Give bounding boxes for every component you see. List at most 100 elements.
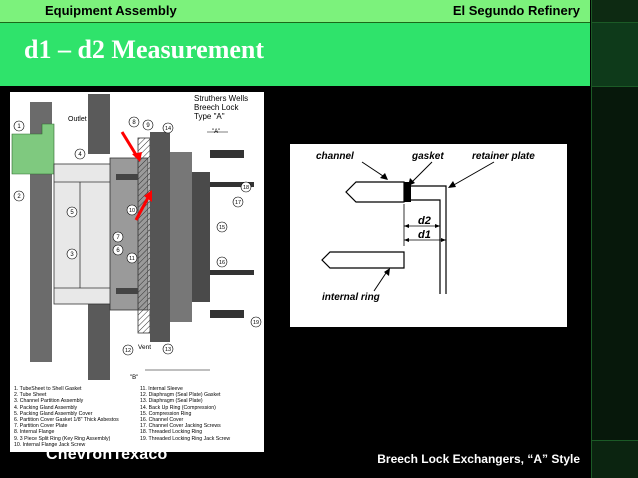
callout-12: 12 <box>122 344 134 356</box>
channel-leader <box>361 161 387 179</box>
dimension-arrowhead <box>441 238 446 242</box>
dimension-arrowhead <box>404 224 409 228</box>
retainer-plate-outer <box>411 185 447 294</box>
parts-legend-column-2: 11. Internal Sleeve 12. Diaphragm (Seal … <box>140 386 262 442</box>
leader-arrowhead <box>448 181 456 188</box>
legend-item: 10. Internal Flange Jack Screw <box>14 441 86 448</box>
internal-ring-label: internal ring <box>322 292 380 303</box>
svg-text:5: 5 <box>70 210 74 216</box>
channel-body <box>53 163 113 305</box>
chevrontexaco-logo: ChevronTexaco <box>46 446 168 463</box>
gland-bolt <box>116 288 138 294</box>
footer-caption: Breech Lock Exchangers, “A” Style <box>377 452 580 466</box>
legend-item: 12. Diaphragm (Seal Plate) Gasket <box>140 392 221 399</box>
callout-17: 17 <box>232 196 244 208</box>
svg-text:2: 2 <box>17 194 21 200</box>
svg-text:7: 7 <box>116 235 120 241</box>
parts-legend-column-1: 1. TubeSheet to Shell Gasket 2. Tube She… <box>14 386 136 448</box>
callout-3: 3 <box>66 248 78 260</box>
slide-title: d1 – d2 Measurement <box>24 35 265 64</box>
right-decor-cell <box>592 0 638 23</box>
green-outlet-nozzle <box>11 123 55 175</box>
callout-1: 1 <box>13 120 25 132</box>
jack-screw <box>210 310 244 318</box>
svg-text:19: 19 <box>253 320 259 326</box>
locking-ring <box>170 152 192 322</box>
header-left-text: Equipment Assembly <box>45 3 177 18</box>
right-decor-cell <box>592 87 638 441</box>
outlet-label: Outlet <box>68 116 87 123</box>
svg-text:16: 16 <box>219 260 225 266</box>
channel-cover <box>150 132 170 342</box>
diaphragm <box>137 137 151 334</box>
svg-text:13: 13 <box>165 347 171 353</box>
legend-item: 17. Channel Cover Jacking Screws <box>140 423 221 430</box>
callout-16: 16 <box>216 256 228 268</box>
svg-text:14: 14 <box>165 126 171 132</box>
legend-item: 15. Compression Ring <box>140 410 192 417</box>
svg-text:17: 17 <box>235 200 241 206</box>
legend-item: 3. Channel Partition Assembly <box>14 398 84 405</box>
svg-text:3: 3 <box>70 252 74 258</box>
leader-arrowhead <box>384 268 390 276</box>
d1-d2-measurement-diagram: channel gasket retainer plate d2 d1 inte… <box>290 144 567 327</box>
channel-label: channel <box>316 151 354 162</box>
channel-shape <box>345 181 405 203</box>
callout-6: 6 <box>112 244 124 256</box>
callout-9: 9 <box>142 119 154 131</box>
legend-item: 16. Channel Cover <box>140 417 184 424</box>
callout-4: 4 <box>74 148 86 160</box>
svg-text:11: 11 <box>129 256 135 262</box>
legend-item: 2. Tube Sheet <box>14 392 47 399</box>
callout-11: 11 <box>126 252 138 264</box>
right-decor-cell <box>592 23 638 87</box>
dimension-b-label: "B" <box>130 375 138 381</box>
gasket-shape <box>404 182 411 202</box>
gasket-leader <box>409 161 433 185</box>
parts-legend: 1. TubeSheet to Shell Gasket 2. Tube She… <box>10 382 264 452</box>
leader-arrowhead <box>380 173 388 180</box>
breech-lock-cross-section-drawing: Struthers Wells Breech Lock Type "A" Out… <box>10 92 264 452</box>
header-right-text: El Segundo Refinery <box>452 3 580 18</box>
retainer-plate-label: retainer plate <box>472 151 535 162</box>
legend-item: 11. Internal Sleeve <box>140 386 183 392</box>
dimension-arrowhead <box>404 238 409 242</box>
svg-text:6: 6 <box>116 248 120 254</box>
callout-18: 18 <box>240 181 252 193</box>
legend-item: 18. Threaded Locking Ring <box>140 429 203 436</box>
legend-item: 9. 3 Piece Split Ring (Key Ring Assembly… <box>14 435 111 442</box>
svg-text:4: 4 <box>78 152 82 158</box>
internal-ring-leader <box>373 269 389 292</box>
legend-item: 7. Partition Cover Plate <box>14 423 68 430</box>
svg-text:9: 9 <box>146 123 150 129</box>
drawing-heading-line-1: Struthers Wells <box>194 94 248 103</box>
callout-8: 8 <box>128 116 140 128</box>
callout-15: 15 <box>216 221 228 233</box>
internal-ring-shape <box>321 251 405 269</box>
svg-text:1: 1 <box>17 124 21 130</box>
gland-bolt <box>116 174 138 180</box>
gasket-label: gasket <box>411 151 444 162</box>
legend-item: 14. Back Up Ring (Compression) <box>140 404 216 411</box>
drawing-heading-line-2: Breech Lock <box>194 103 239 112</box>
svg-text:18: 18 <box>243 185 249 191</box>
header-bar: Equipment Assembly El Segundo Refinery <box>0 0 590 23</box>
svg-text:10: 10 <box>129 208 135 214</box>
jack-screw <box>210 150 244 158</box>
red-arrow-head <box>132 152 142 162</box>
svg-text:15: 15 <box>219 225 225 231</box>
callout-13: 13 <box>162 343 174 355</box>
dimension-a-label: "A" <box>212 129 220 135</box>
retainer-leader <box>451 161 495 187</box>
right-decor-column <box>591 0 638 478</box>
legend-item: 5. Packing Gland Assembly Cover <box>14 410 93 417</box>
legend-item: 8. Internal Flange <box>14 429 55 436</box>
dimension-arrowhead <box>435 224 440 228</box>
lower-flange <box>88 282 110 380</box>
svg-text:8: 8 <box>132 120 136 126</box>
callout-10: 10 <box>126 204 138 216</box>
drawing-heading-line-3: Type "A" <box>194 112 225 121</box>
cross-section-svg: Struthers Wells Breech Lock Type "A" Out… <box>11 94 262 381</box>
jack-screw <box>210 182 254 187</box>
title-bar: d1 – d2 Measurement <box>0 23 590 86</box>
